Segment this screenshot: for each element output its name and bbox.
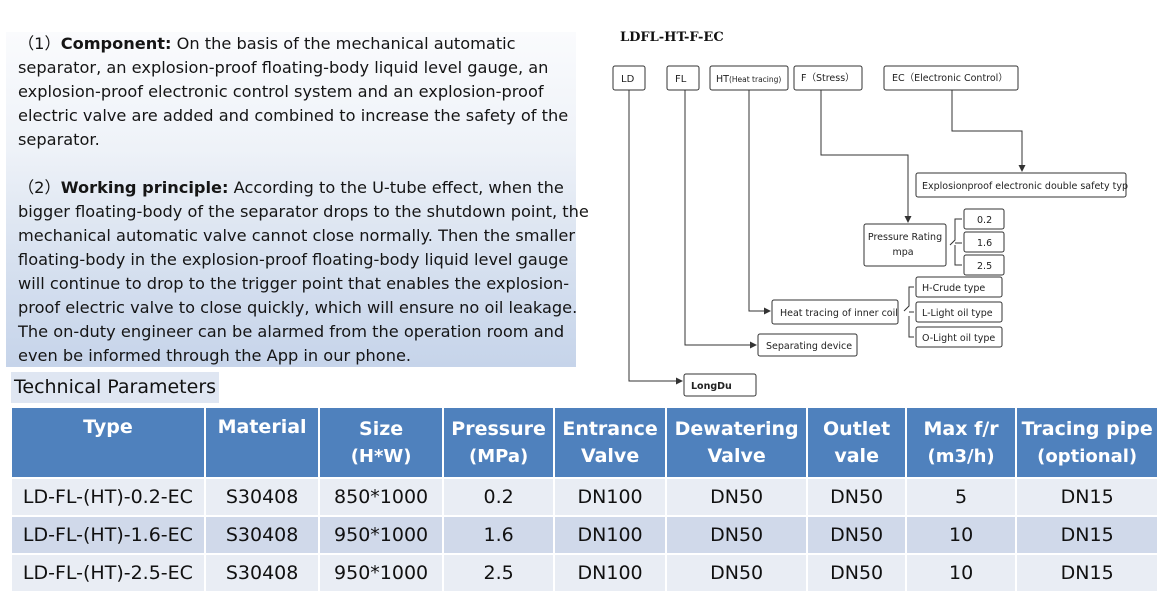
connector-ec (951, 90, 1026, 172)
longdu-label: LongDu (691, 381, 732, 392)
pressure-value: 2.5 (977, 261, 992, 272)
cell-tracing-pipe: DN15 (1017, 555, 1157, 591)
principle-text: According to the U-tube effect, when the… (18, 178, 589, 365)
cell-type: LD-FL-(HT)-0.2-EC (12, 479, 204, 515)
pressure-box (863, 223, 947, 267)
pressure-value-box (963, 208, 1005, 230)
separating-label: Separating device (766, 341, 852, 352)
code-ht-sub: (Heat tracing) (729, 75, 781, 84)
code-ld: LD (621, 74, 635, 85)
cell-material: S30408 (205, 479, 319, 515)
pressure-value-box (963, 254, 1005, 276)
code-box-ec (883, 65, 1019, 91)
pressure-brace (949, 218, 962, 266)
header-size: Size(H*W) (320, 408, 442, 477)
longdu-box (683, 373, 757, 397)
table-row: LD-FL-(HT)-1.6-EC S30408 950*1000 1.6 DN… (12, 517, 1157, 553)
oil-type-label: H-Crude type (922, 283, 985, 294)
header-type: Type (12, 408, 204, 477)
cell-pressure: 0.2 (443, 479, 554, 515)
table-row: LD-FL-(HT)-2.5-EC S30408 950*1000 2.5 DN… (12, 555, 1157, 591)
cell-max-flow: 10 (906, 517, 1016, 553)
component-paragraph: （1）Component: On the basis of the mechan… (18, 34, 569, 149)
cell-outlet-vale: DN50 (808, 555, 905, 591)
table-row: LD-FL-(HT)-0.2-EC S30408 850*1000 0.2 DN… (12, 479, 1157, 515)
cell-entrance-valve: DN100 (555, 555, 665, 591)
component-label: Component: (60, 34, 172, 53)
header-material: Material (205, 408, 319, 477)
cell-size: 950*1000 (320, 517, 442, 553)
oil-type-box (915, 301, 1003, 323)
oil-type-brace (903, 286, 914, 338)
heat-tracing-label: Heat tracing of inner coil (780, 308, 898, 319)
header-pressure: Pressure(MPa) (443, 408, 554, 477)
cell-material: S30408 (205, 517, 319, 553)
connector-ld (628, 90, 683, 385)
cell-type: LD-FL-(HT)-1.6-EC (12, 517, 204, 553)
cell-size: 850*1000 (320, 479, 442, 515)
code-f: F（Stress） (801, 72, 855, 84)
cell-pressure: 2.5 (443, 555, 554, 591)
heat-tracing-box (771, 299, 899, 325)
oil-type-label: L-Light oil type (922, 308, 993, 319)
technical-parameters-title: Technical Parameters (11, 372, 220, 403)
code-box-fl (666, 65, 700, 91)
pressure-unit: mpa (892, 247, 913, 258)
cell-outlet-vale: DN50 (808, 517, 905, 553)
table-header-row: Type Material Size(H*W) Pressure(MPa) En… (12, 408, 1157, 477)
diagram-title: LDFL-HT-F-EC (620, 30, 724, 45)
cell-dewatering-valve: DN50 (666, 517, 807, 553)
cell-outlet-vale: DN50 (808, 479, 905, 515)
cell-material: S30408 (205, 555, 319, 591)
oil-type-box (915, 326, 1003, 348)
code-fl: FL (675, 74, 687, 85)
pressure-label: Pressure Rating (868, 232, 942, 243)
connector-ht (748, 90, 771, 315)
header-tracing-pipe: Tracing pipe(optional) (1017, 408, 1157, 477)
separating-box (757, 333, 858, 357)
cell-max-flow: 5 (906, 479, 1016, 515)
header-max-flow: Max f/r(m3/h) (906, 408, 1016, 477)
component-text: On the basis of the mechanical automatic… (18, 34, 569, 149)
cell-tracing-pipe: DN15 (1017, 517, 1157, 553)
parameters-table: Type Material Size(H*W) Pressure(MPa) En… (10, 406, 1159, 593)
cell-tracing-pipe: DN15 (1017, 479, 1157, 515)
pressure-value: 1.6 (977, 238, 992, 249)
model-code-diagram: LD FL HT(Heat tracing) F（Stress） EC（Elec… (612, 65, 1128, 397)
cell-dewatering-valve: DN50 (666, 479, 807, 515)
cell-max-flow: 10 (906, 555, 1016, 591)
oil-type-box (915, 276, 1003, 298)
principle-label: Working principle: (60, 178, 229, 197)
svg-text:HT(Heat tracing): HT(Heat tracing) (716, 74, 781, 85)
cell-entrance-valve: DN100 (555, 517, 665, 553)
cell-entrance-valve: DN100 (555, 479, 665, 515)
description-panel (6, 32, 576, 367)
oil-type-label: O-Light oil type (922, 333, 995, 344)
connector-fl (684, 90, 757, 349)
pressure-value: 0.2 (977, 215, 992, 226)
principle-paragraph: （2）Working principle: According to the U… (18, 178, 589, 365)
cell-dewatering-valve: DN50 (666, 555, 807, 591)
ec-desc-box (915, 172, 1127, 198)
cell-type: LD-FL-(HT)-2.5-EC (12, 555, 204, 591)
cell-size: 950*1000 (320, 555, 442, 591)
connector-f (820, 90, 912, 223)
cell-pressure: 1.6 (443, 517, 554, 553)
pressure-value-box (963, 231, 1005, 253)
code-ec: EC（Electronic Control） (892, 72, 1008, 84)
code-box-f (793, 65, 863, 91)
code-ht: HT (716, 74, 729, 85)
ec-desc-text: Explosionproof electronic double safety … (922, 181, 1128, 192)
